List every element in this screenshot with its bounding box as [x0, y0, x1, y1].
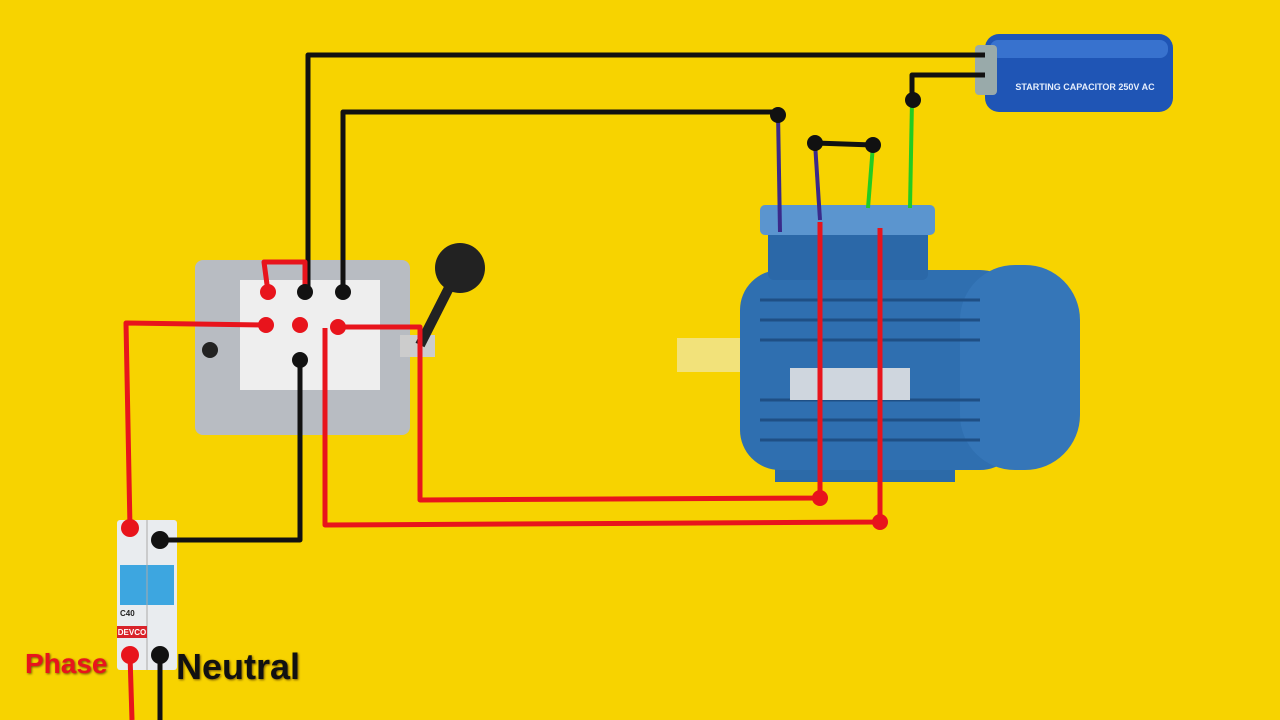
motor [677, 205, 1080, 482]
wire-phase-to-switch [123, 320, 267, 529]
neutral-label: Neutral [176, 646, 301, 687]
motor-lead-1 [776, 111, 782, 233]
capacitor-lead-1 [866, 144, 875, 209]
wire-black-capacitor [909, 72, 985, 100]
terminal-dots [121, 92, 921, 664]
wire-phase-in [127, 654, 135, 720]
wire-red-motor-2 [322, 228, 883, 528]
breaker-rating: C40 [120, 609, 135, 618]
motor-lead-2 [813, 142, 822, 221]
wire-black-link [814, 140, 874, 148]
capacitor-lead-2 [908, 99, 914, 209]
capacitor: STARTING CAPACITOR 250V AC [975, 34, 1173, 112]
circuit-breaker: C40 DEVCO [117, 520, 177, 670]
phase-label: Phase [25, 648, 108, 679]
wire-neutral-to-switch [160, 360, 303, 543]
changeover-switch [195, 243, 485, 435]
wire-red-motor-1 [338, 222, 823, 503]
wire-black-to-motor [340, 109, 778, 292]
capacitor-label: STARTING CAPACITOR 250V AC [1015, 82, 1155, 92]
wire-black-to-capacitor [305, 52, 985, 293]
wire-red-jumper [261, 259, 308, 293]
breaker-brand: DEVCO [118, 628, 146, 637]
